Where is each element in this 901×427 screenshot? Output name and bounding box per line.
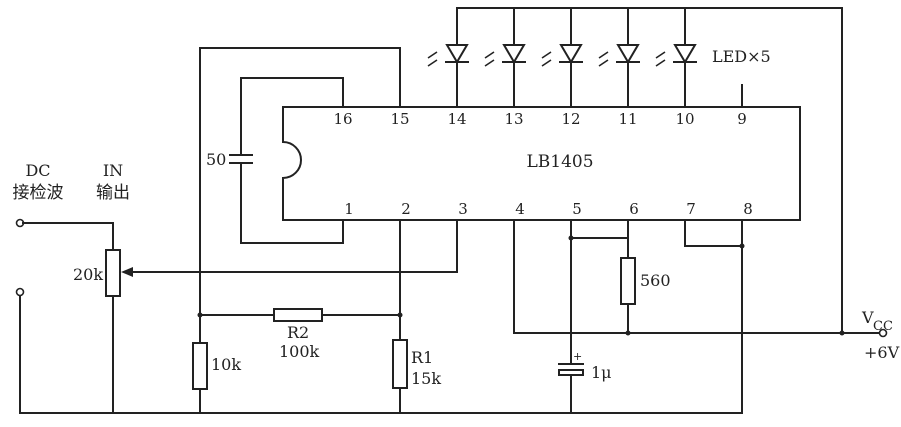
led-3 <box>541 7 583 108</box>
pin-label-14: 14 <box>447 110 466 128</box>
pin-label-7: 7 <box>686 200 696 218</box>
pin-label-10: 10 <box>675 110 694 128</box>
r2-name-label: R2 <box>287 323 309 342</box>
voltage-label: +6V <box>864 343 900 362</box>
pin-label-16: 16 <box>333 110 352 128</box>
cap1u-label: 1μ <box>591 363 612 382</box>
vcc-terminal <box>878 328 888 338</box>
pin-label-2: 2 <box>401 200 411 218</box>
potentiometer-20k <box>105 249 121 414</box>
in-label: IN <box>103 161 123 180</box>
in-subtitle: 输出 <box>96 183 130 203</box>
r10k-label: 10k <box>211 355 241 374</box>
pin-label-11: 11 <box>618 110 637 128</box>
svg-text:+: + <box>573 350 582 363</box>
pin-label-1: 1 <box>344 200 354 218</box>
cap50-loop <box>229 77 344 244</box>
pin-label-15: 15 <box>390 110 409 128</box>
r560-label: 560 <box>640 271 671 290</box>
pin-label-9: 9 <box>737 110 747 128</box>
dc-subtitle: 接检波 <box>13 183 64 203</box>
r-10k <box>192 342 208 390</box>
r2-resistor <box>199 308 401 322</box>
input-line <box>15 218 114 251</box>
r1-name-label: R1 <box>411 348 433 367</box>
pin-label-13: 13 <box>504 110 523 128</box>
pin-label-5: 5 <box>572 200 582 218</box>
ground-rail <box>15 287 743 414</box>
vcc-label: V <box>861 308 874 327</box>
pin-label-6: 6 <box>629 200 639 218</box>
pin-label-3: 3 <box>458 200 468 218</box>
led-4 <box>598 7 640 108</box>
led-label: LED×5 <box>712 47 771 66</box>
vcc-subscript: CC <box>873 319 893 334</box>
led-2 <box>484 7 526 108</box>
pin-label-4: 4 <box>515 200 525 218</box>
pin2-wire <box>392 219 408 414</box>
junction-dots <box>197 235 845 336</box>
led-bus <box>456 7 843 334</box>
r2-value-label: 100k <box>279 342 320 361</box>
ic-name: LB1405 <box>526 152 593 172</box>
pin5-6-network: + <box>558 219 636 414</box>
pin4-wire <box>513 219 881 334</box>
led-array <box>427 7 697 108</box>
led-1 <box>427 7 469 108</box>
pin-label-12: 12 <box>561 110 580 128</box>
dc-label: DC <box>25 161 50 180</box>
pin7-8-wire <box>684 219 743 414</box>
ic-lb1405 <box>282 106 801 221</box>
r1-value-label: 15k <box>411 369 441 388</box>
cap50-label: 50 <box>206 150 226 169</box>
pin3-wire <box>121 219 458 277</box>
pot-label: 20k <box>73 265 103 284</box>
pin-label-8: 8 <box>743 200 753 218</box>
led-5 <box>655 7 697 108</box>
